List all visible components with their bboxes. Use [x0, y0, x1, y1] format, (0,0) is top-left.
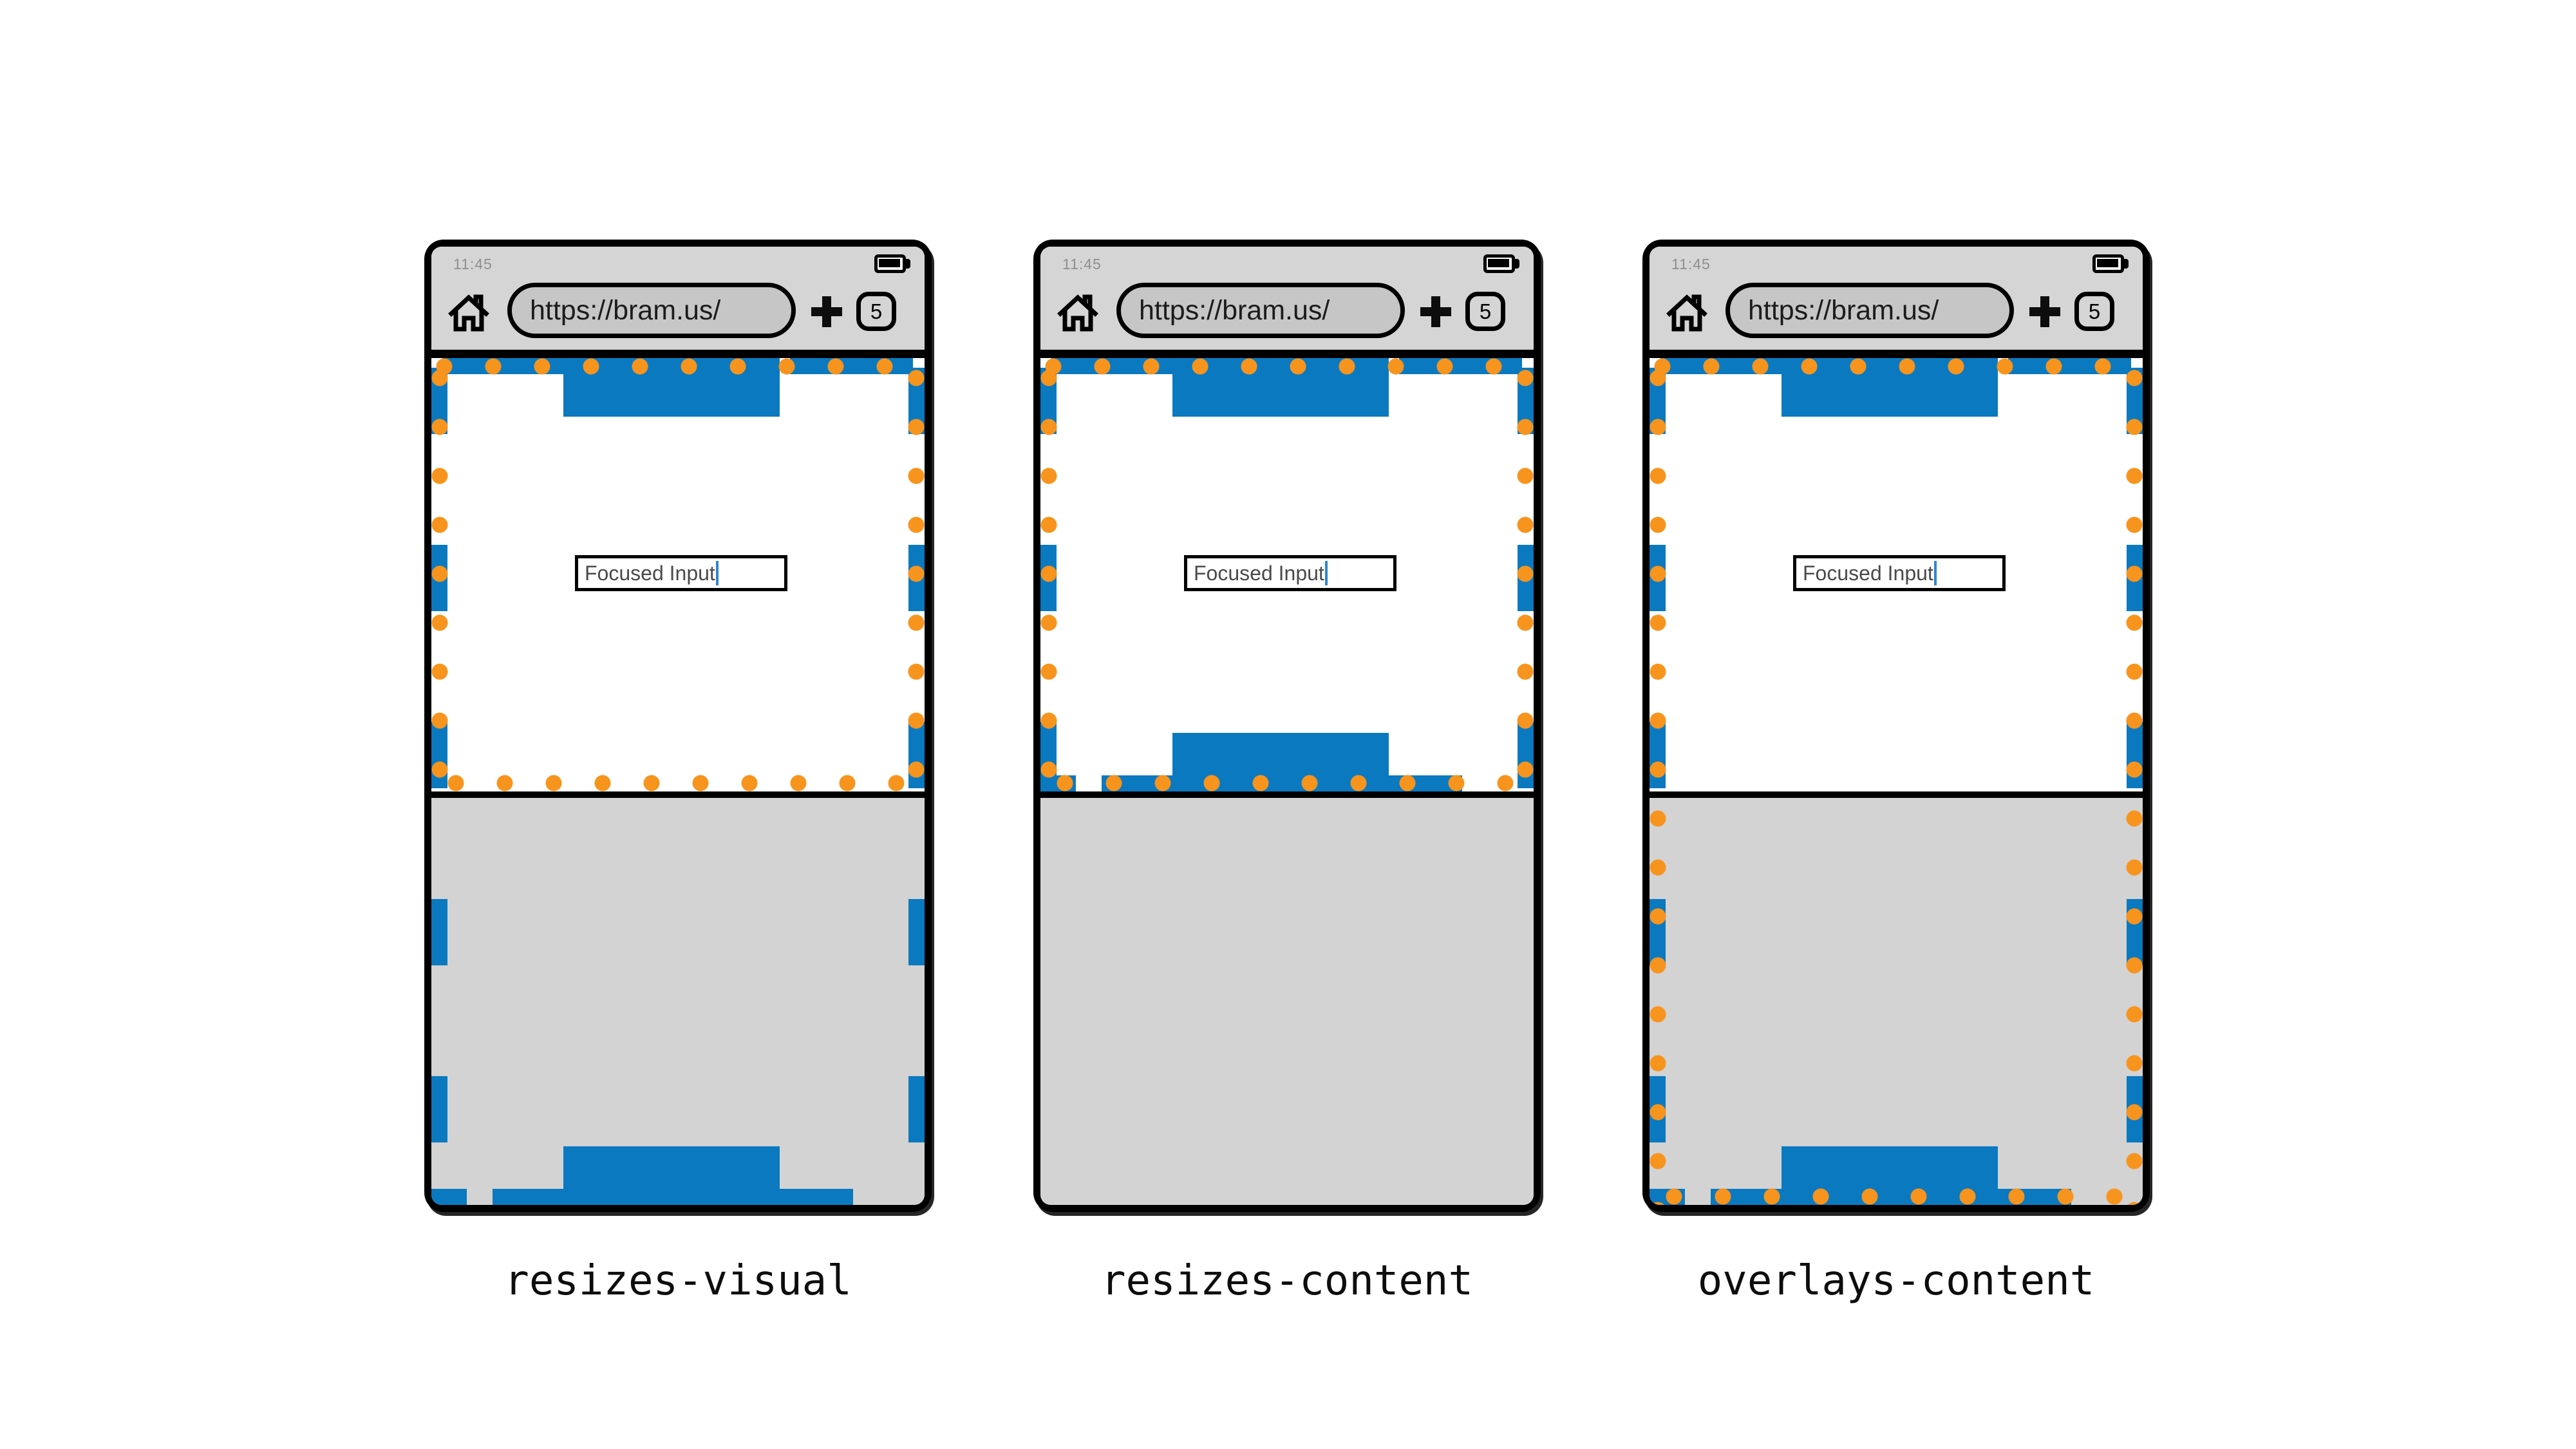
url-bar[interactable]: https://bram.us/ [1725, 283, 2014, 338]
text-caret [715, 561, 719, 585]
visual-viewport-dots-top [1650, 358, 2143, 375]
visual-viewport-dots-top [1040, 358, 1534, 375]
phone-screen: Focused Input 11:45 https://bram.us/ [1650, 247, 2143, 1205]
focused-input-value: Focused Input [1803, 561, 1933, 585]
url-text: https://bram.us/ [1748, 294, 1939, 326]
text-caret [1933, 561, 1937, 585]
caption-overlays-content: overlays-content [1697, 1257, 2095, 1305]
visual-viewport-dots-top [431, 358, 925, 375]
new-tab-button plus-icon[interactable] [811, 296, 842, 327]
tab-counter-button[interactable]: 5 [856, 292, 896, 331]
url-text: https://bram.us/ [530, 294, 721, 326]
visual-viewport-dots-left [431, 358, 448, 791]
text-caret [1324, 561, 1328, 585]
new-tab-button plus-icon[interactable] [2029, 296, 2060, 327]
caption-resizes-content: resizes-content [1101, 1257, 1473, 1305]
visual-viewport-dots-bottom [1040, 775, 1534, 791]
home-icon[interactable] [447, 289, 491, 334]
focused-input[interactable]: Focused Input [575, 555, 787, 591]
status-bar: 11:45 https://bram.us/ 5 [431, 247, 925, 350]
clock-text: 11:45 [1062, 256, 1102, 272]
keyboard-top-edge [1650, 791, 2143, 798]
focused-input[interactable]: Focused Input [1793, 555, 2006, 591]
phone-screen: Focused Input 11:45 https://bram.us/ [431, 247, 925, 1205]
phone-mockup-resizes-visual: Focused Input 11:45 https://bram.us/ [424, 240, 932, 1212]
url-bar[interactable]: https://bram.us/ [1116, 283, 1405, 338]
url-text: https://bram.us/ [1139, 294, 1330, 326]
tab-count: 5 [2088, 299, 2101, 323]
tab-counter-button[interactable]: 5 [1465, 292, 1505, 331]
visual-viewport-dots-bottom [431, 775, 925, 791]
tab-count: 5 [1479, 299, 1492, 323]
focused-input-value: Focused Input [1194, 561, 1324, 585]
caption-resizes-visual: resizes-visual [504, 1257, 852, 1305]
browser-chrome-divider [1650, 350, 2143, 358]
focused-input[interactable]: Focused Input [1184, 555, 1396, 591]
clock-text: 11:45 [1671, 256, 1711, 272]
tab-counter-button[interactable]: 5 [2074, 292, 2114, 331]
page-footer-block [563, 1146, 780, 1205]
battery-icon [1483, 254, 1519, 273]
browser-chrome-divider [1040, 350, 1534, 358]
visual-viewport-dots-bottom [1650, 1188, 2143, 1205]
keyboard-top-edge [1040, 791, 1534, 798]
browser-chrome-divider [431, 350, 925, 358]
virtual-keyboard-area [1650, 798, 2143, 1205]
phone-screen: Focused Input 11:45 https://bram.us/ [1040, 247, 1534, 1205]
status-bar: 11:45 https://bram.us/ 5 [1040, 247, 1534, 350]
tab-count: 5 [870, 299, 883, 323]
status-bar: 11:45 https://bram.us/ 5 [1650, 247, 2143, 350]
battery-icon [2092, 254, 2129, 273]
phone-mockup-resizes-content: Focused Input 11:45 https://bram.us/ [1033, 240, 1541, 1212]
new-tab-button plus-icon[interactable] [1420, 296, 1451, 327]
url-bar[interactable]: https://bram.us/ [507, 283, 796, 338]
visual-viewport-dots-left [1650, 358, 1666, 1205]
virtual-keyboard-area [1040, 798, 1534, 1205]
virtual-keyboard-area [431, 798, 925, 1205]
visual-viewport-dots-left [1040, 358, 1057, 791]
visual-viewport-dots-right [1517, 358, 1534, 791]
home-icon[interactable] [1056, 289, 1100, 334]
home-icon[interactable] [1665, 289, 1709, 334]
phone-mockup-overlays-content: Focused Input 11:45 https://bram.us/ [1642, 240, 2150, 1212]
battery-icon [874, 254, 910, 273]
visual-viewport-dots-right [2126, 358, 2143, 1205]
visual-viewport-dots-right [908, 358, 925, 791]
clock-text: 11:45 [453, 256, 493, 272]
focused-input-value: Focused Input [585, 561, 715, 585]
keyboard-top-edge [431, 791, 925, 798]
